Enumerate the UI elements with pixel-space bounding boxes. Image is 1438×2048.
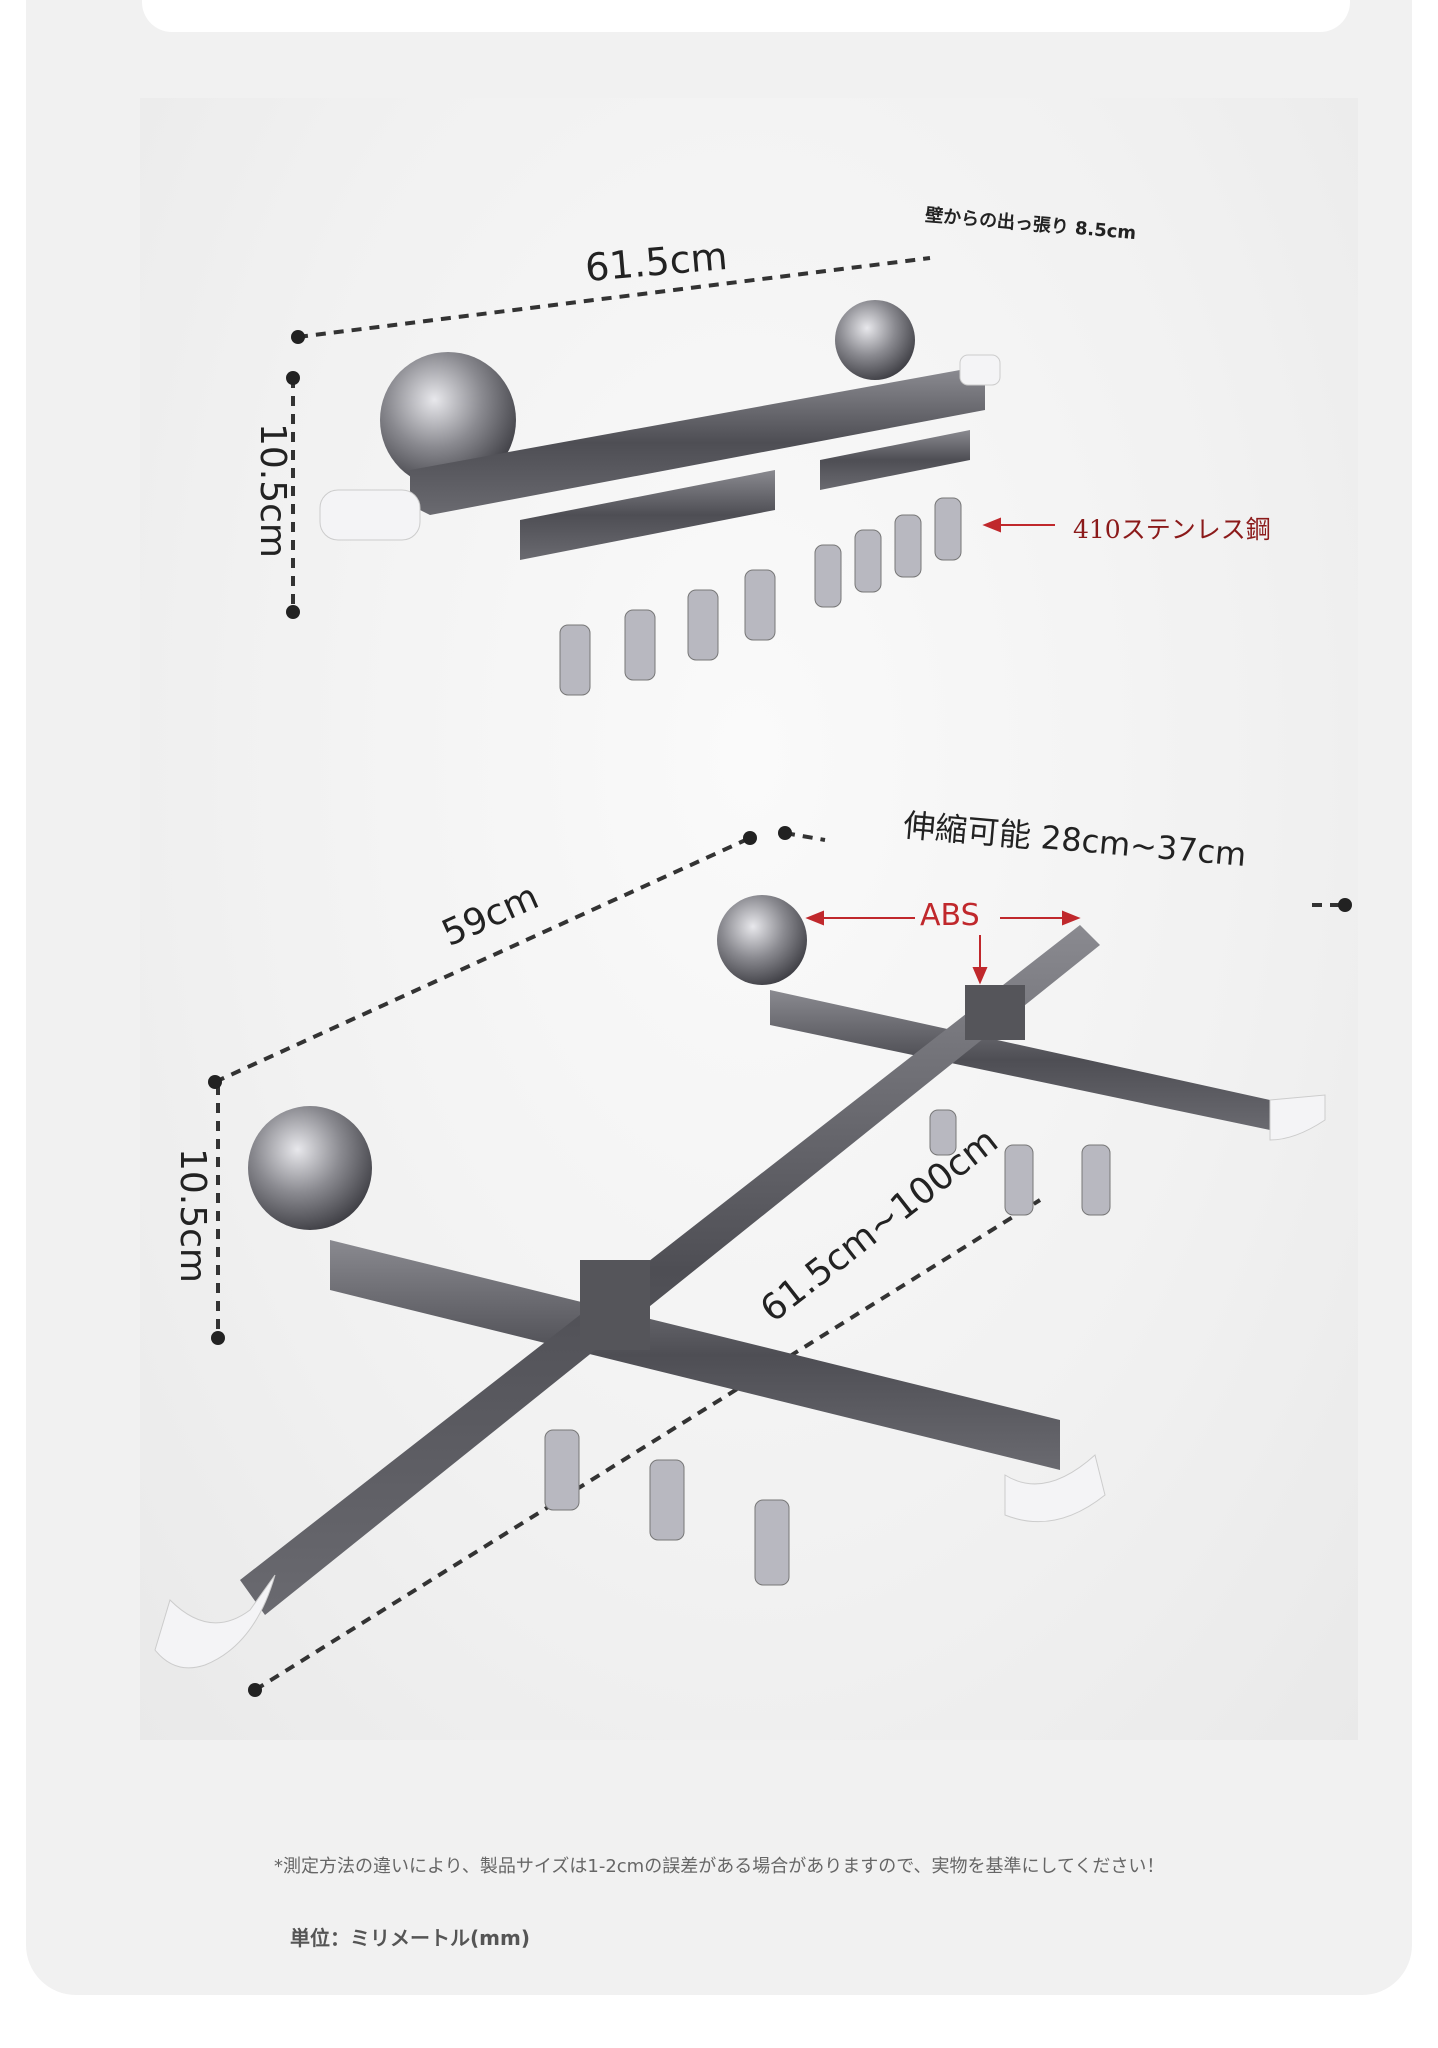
abs-arrows bbox=[805, 910, 1081, 985]
material-arrow bbox=[982, 517, 1055, 533]
bottom-rack bbox=[154, 895, 1326, 1669]
top-height-label: 10.5cm bbox=[252, 422, 294, 559]
unit-label: 単位：ミリメートル(mm) bbox=[290, 1926, 530, 1950]
bottom-height-label: 10.5cm bbox=[172, 1147, 214, 1284]
measurement-footnote: *測定方法の違いにより、製品サイズは1-2cmの誤差がある場合がありますので、実… bbox=[274, 1856, 1165, 1877]
top-material-label: 410ステンレス鋼 bbox=[1073, 515, 1271, 544]
top-card bbox=[142, 0, 1350, 32]
abs-label: ABS bbox=[920, 898, 980, 933]
top-dimension-lines bbox=[291, 256, 931, 612]
top-rack bbox=[319, 300, 1001, 696]
